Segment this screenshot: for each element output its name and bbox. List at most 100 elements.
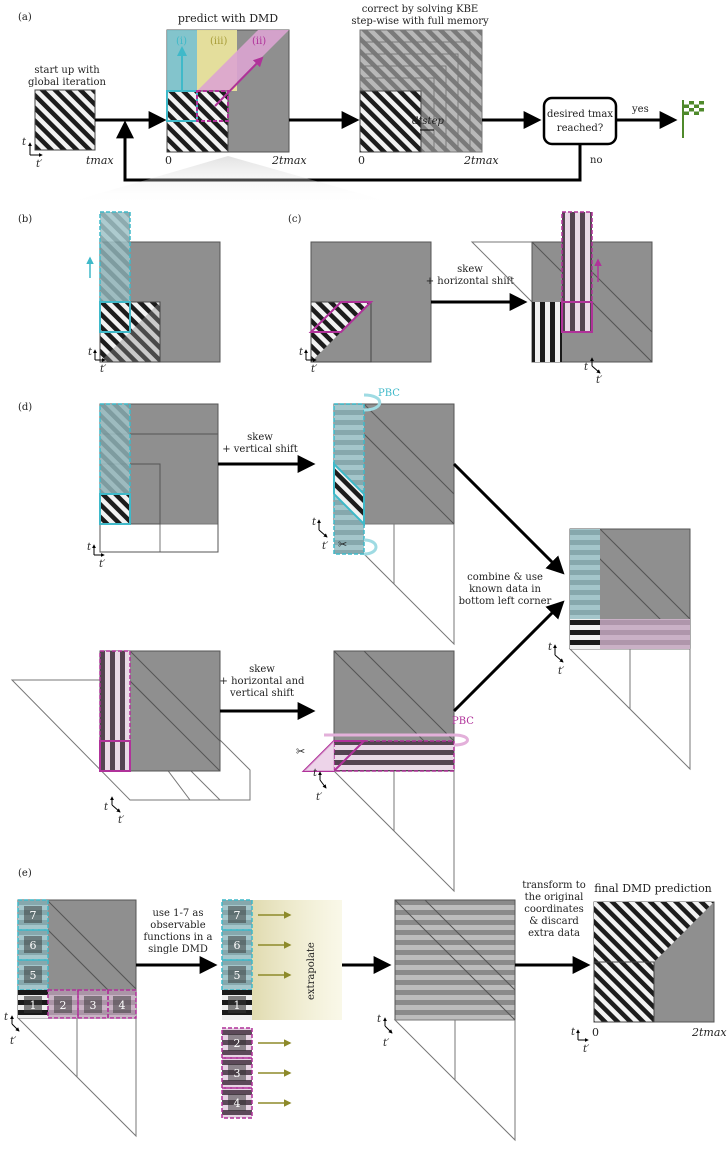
d-bl-mag-col [100, 651, 130, 771]
b-cyan-tint [100, 212, 130, 302]
d-pbc-arrow [363, 393, 382, 412]
decision-box [542, 96, 618, 146]
axis-tprime-b: t′ [100, 364, 107, 375]
region-iii-label: (iii) [210, 36, 227, 47]
e-transform-5: extra data [528, 928, 580, 939]
startup-text-1: start up with [34, 65, 100, 76]
decision-text-1: desired tmax [547, 109, 613, 120]
e-mid-label-6: 6 [234, 939, 241, 952]
axis-tprime-e1: t′ [10, 1036, 17, 1047]
axis-tprime-c: t′ [311, 364, 318, 375]
d-tl-extra [99, 523, 219, 553]
scissors-icon-bottom: ✂ [296, 745, 305, 758]
d-br-diag2 [363, 650, 455, 742]
e-left-block-labels: 7 6 5 1 2 3 4 [24, 906, 131, 1013]
d-arrow-to-combined-2 [452, 600, 565, 713]
c-mag-box [561, 301, 593, 333]
d-pbc-arrow-bottom-row [324, 733, 469, 747]
panel-label-a: (a) [18, 12, 32, 23]
axis-tprime: t′ [36, 159, 43, 170]
no-label: no [590, 155, 602, 166]
predict-title: predict with DMD [178, 12, 278, 25]
e-use-2: observable [150, 920, 205, 931]
axis-t-e1: t [4, 1012, 9, 1023]
e-final-known [594, 962, 654, 1022]
d-combine-3: bottom left corner [459, 596, 552, 607]
e-left-label-5: 5 [30, 969, 37, 982]
axis-t-tprime-e1: t t′ [4, 1012, 20, 1047]
decision-text-2: reached? [557, 123, 603, 134]
d-bl-diag2 [129, 650, 221, 742]
axis-t-tprime-d4: t t′ [104, 796, 125, 826]
startup-square [34, 89, 96, 151]
d-combined-known [570, 619, 600, 649]
d-pbc-label: PBC [378, 388, 400, 399]
correct-stack [359, 29, 483, 153]
d-skew-top: skew [247, 432, 273, 443]
d-arrow-to-combined-1 [452, 462, 565, 575]
c-mag-column [562, 212, 592, 332]
e-mid-block-labels: 7 6 5 1 2 3 4 [228, 906, 246, 1111]
axis-tprime-d4: t′ [118, 815, 125, 826]
e-mid-label-7: 7 [234, 909, 241, 922]
axis-t-tprime-c2: t t′ [584, 357, 603, 386]
b-cyan-box [99, 301, 131, 333]
d-combined-mag-tint [600, 619, 690, 649]
axis-t-b: t [88, 347, 93, 358]
axis-t-tprime-e2: t t′ [377, 1014, 393, 1049]
d-pbc-label-bottom: PBC [452, 716, 474, 727]
panel-label-c: (c) [288, 214, 302, 225]
c-shift-label: + horizontal shift [426, 276, 515, 287]
axis-t-e2: t [377, 1014, 382, 1025]
d-br-cut [304, 741, 334, 771]
e-left-label-2: 2 [60, 999, 67, 1012]
axis-t-tprime-b: t t′ [88, 347, 107, 375]
d-tr-cyan-box [333, 461, 365, 527]
c-skew-label: skew [457, 264, 483, 275]
d-combine-1: combine & use [467, 572, 543, 583]
arrow-no-loop [116, 120, 582, 182]
e-mid-label-2: 2 [234, 1037, 241, 1050]
e-left-label-3: 3 [90, 999, 97, 1012]
d-br-mag-row [334, 741, 454, 771]
axis-t-c2: t [584, 362, 589, 373]
e-left-label-7: 7 [30, 909, 37, 922]
tmax-label: tmax [86, 154, 114, 167]
axis-tprime-c2: t′ [596, 375, 603, 386]
axis-t-tprime-d5: t t′ [313, 768, 327, 803]
yes-label: yes [631, 104, 649, 115]
d-combined-cyan-tint [570, 529, 600, 619]
e-mid-label-5: 5 [234, 969, 241, 982]
d-combine-2: known data in [469, 584, 541, 595]
axis-tprime-d3: t′ [558, 666, 565, 677]
two-tmax-label-a: 2tmax [271, 154, 307, 167]
axis-tprime-e3: t′ [583, 1044, 590, 1055]
e-left-label-4: 4 [119, 999, 126, 1012]
e-transform-2: the original [525, 892, 584, 903]
e-mid-label-4: 4 [234, 1097, 241, 1110]
d-pbc-arrow-bottom [363, 538, 378, 556]
b-cyan-column [100, 212, 130, 302]
c-mag-tint [562, 212, 592, 332]
e-extrap-arrows [258, 911, 292, 1107]
axis-t-tprime-c: t t′ [299, 347, 318, 375]
e-result-diag2 [424, 899, 516, 991]
axis-t-c: t [299, 347, 304, 358]
e-mid-label-3: 3 [234, 1067, 241, 1080]
e-left-diag2 [46, 899, 137, 990]
startup-text-2: global iteration [28, 77, 106, 88]
zoom-fan [60, 156, 400, 205]
e-final-known-outline [593, 961, 655, 1023]
e-use-3: functions in a [144, 932, 213, 943]
d-shift-bottom-2: vertical shift [229, 688, 294, 699]
e-extrapolate-label: extrapolate [306, 942, 317, 1000]
axis-t-tprime-a: t t′ [22, 137, 43, 170]
e-transform-1: transform to [522, 880, 586, 891]
e-mid-label-1: 1 [234, 999, 241, 1012]
d-combined-diag2 [599, 528, 691, 620]
axis-tprime-d2: t′ [322, 541, 329, 552]
region-ii-label: (ii) [252, 36, 266, 47]
axis-t-tprime-e3: t t′ [571, 1027, 590, 1055]
dt-step-label: dtstep [412, 116, 444, 127]
